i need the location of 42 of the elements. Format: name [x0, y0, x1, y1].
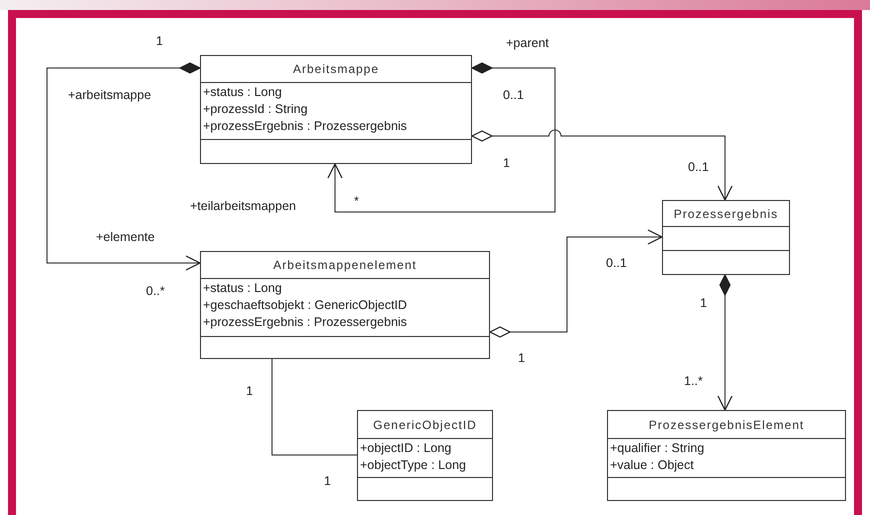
attribute-text: +geschaeftsobjekt : GenericObjectID — [203, 297, 408, 314]
class-name: Arbeitsmappe — [292, 62, 380, 76]
attribute-text: +objectID : Long — [360, 440, 452, 457]
class-name: GenericObjectID — [373, 418, 477, 432]
class-box — [662, 200, 790, 275]
attribute-text: +prozessId : String — [203, 101, 309, 118]
multiplicity-label: 1 — [700, 296, 707, 310]
association-arrow — [471, 130, 733, 201]
class-box — [200, 55, 472, 164]
association-line — [272, 358, 358, 456]
attribute-text: +value : Object — [610, 457, 695, 474]
association-arrow — [489, 229, 663, 338]
attribute-text: +objectType : Long — [360, 457, 467, 474]
attribute-text: +status : Long — [203, 84, 283, 101]
class-name: Arbeitsmappenelement — [273, 258, 417, 272]
class-name: ProzessergebnisElement — [648, 418, 804, 432]
multiplicity-label: 1 — [156, 34, 163, 48]
attribute-text: +prozessErgebnis : Prozessergebnis — [203, 314, 408, 331]
multiplicity-label: 0..1 — [503, 88, 524, 102]
class-box — [607, 410, 846, 501]
class-box — [200, 251, 490, 359]
attribute-text: +qualifier : String — [610, 440, 706, 457]
association-arrow — [717, 274, 733, 411]
multiplicity-label: 0..1 — [606, 256, 627, 270]
multiplicity-label: +parent — [506, 36, 549, 50]
multiplicity-label: 1..* — [684, 374, 703, 388]
multiplicity-label: 1 — [518, 351, 525, 365]
multiplicity-label: +teilarbeitsmappen — [190, 199, 296, 213]
multiplicity-label: 0..* — [146, 284, 165, 298]
multiplicity-label: * — [354, 194, 359, 208]
multiplicity-label: 0..1 — [688, 160, 709, 174]
multiplicity-label: 1 — [503, 156, 510, 170]
multiplicity-label: +elemente — [96, 230, 155, 244]
multiplicity-label: +arbeitsmappe — [68, 88, 152, 102]
association-arrow — [327, 62, 556, 212]
attribute-text: +status : Long — [203, 280, 283, 297]
class-box — [357, 410, 493, 501]
association-arrow — [46, 62, 201, 271]
multiplicity-label: 1 — [246, 384, 253, 398]
multiplicity-label: 1 — [324, 474, 331, 488]
class-name: Prozessergebnis — [674, 206, 778, 220]
attribute-text: +prozessErgebnis : Prozessergebnis — [203, 118, 408, 135]
